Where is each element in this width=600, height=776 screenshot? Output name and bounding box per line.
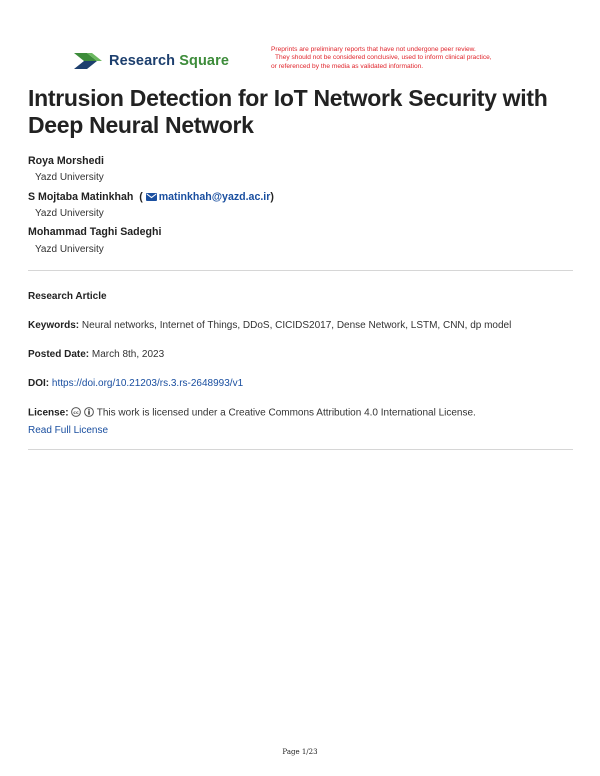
author-affiliation-2: Yazd University <box>35 208 104 219</box>
research-square-logo[interactable]: Research Square <box>74 48 229 74</box>
doi-link[interactable]: https://doi.org/10.21203/rs.3.rs-2648993… <box>51 378 244 389</box>
keywords-row: Keywords: Neural networks, Internet of T… <box>28 320 511 331</box>
paper-title: Intrusion Detection for IoT Network Secu… <box>28 85 548 138</box>
email-open-paren: ( <box>139 191 143 203</box>
author-row-2: S Mojtaba Matinkhah ( matinkhah@yazd.ac.… <box>28 191 274 203</box>
divider-bottom <box>28 449 573 450</box>
divider-top <box>28 270 573 271</box>
author-email-link[interactable]: matinkhah@yazd.ac.ir <box>158 191 271 203</box>
logo-accent: Square <box>179 53 229 69</box>
author-name-1: Roya Morshedi <box>28 155 104 167</box>
logo-wordmark: Research Square <box>109 53 229 69</box>
keywords-label: Keywords: <box>28 320 80 331</box>
email-close-paren: ) <box>270 191 274 203</box>
research-square-logo-icon <box>74 53 102 69</box>
disclaimer-line-2: They should not be considered conclusive… <box>275 54 492 62</box>
posted-date-label: Posted Date: <box>28 349 90 360</box>
doi-label: DOI: <box>28 378 50 389</box>
logo-primary: Research <box>109 53 176 69</box>
article-type-row: Research Article <box>28 291 107 302</box>
creative-commons-icon: cc <box>71 407 82 417</box>
attribution-icon <box>84 407 95 417</box>
license-row: License: cc This work is licensed under … <box>28 407 476 419</box>
page-number: Page 1/23 <box>282 748 318 756</box>
disclaimer-line-3: or referenced by the media as validated … <box>271 62 424 70</box>
svg-text:cc: cc <box>74 411 80 416</box>
envelope-icon <box>145 192 157 201</box>
read-full-license-link[interactable]: Read Full License <box>28 425 109 436</box>
posted-date-value: March 8th, 2023 <box>91 349 165 360</box>
license-text: This work is licensed under a Creative C… <box>96 407 476 419</box>
doi-row: DOI: https://doi.org/10.21203/rs.3.rs-26… <box>28 378 243 389</box>
author-affiliation-3: Yazd University <box>35 244 104 255</box>
author-name-3: Mohammad Taghi Sadeghi <box>28 226 162 238</box>
license-label: License: <box>28 407 69 419</box>
article-type: Research Article <box>28 291 107 302</box>
keywords-value: Neural networks, Internet of Things, DDo… <box>81 320 512 331</box>
posted-date-row: Posted Date: March 8th, 2023 <box>28 349 164 360</box>
author-name-2: S Mojtaba Matinkhah <box>28 191 134 203</box>
author-email-wrap: ( matinkhah@yazd.ac.ir) <box>136 191 274 203</box>
author-affiliation-1: Yazd University <box>35 172 104 183</box>
read-full-license-row: Read Full License <box>28 425 108 436</box>
preprint-disclaimer: Preprints are preliminary reports that h… <box>271 46 551 71</box>
disclaimer-line-1: Preprints are preliminary reports that h… <box>271 46 476 53</box>
